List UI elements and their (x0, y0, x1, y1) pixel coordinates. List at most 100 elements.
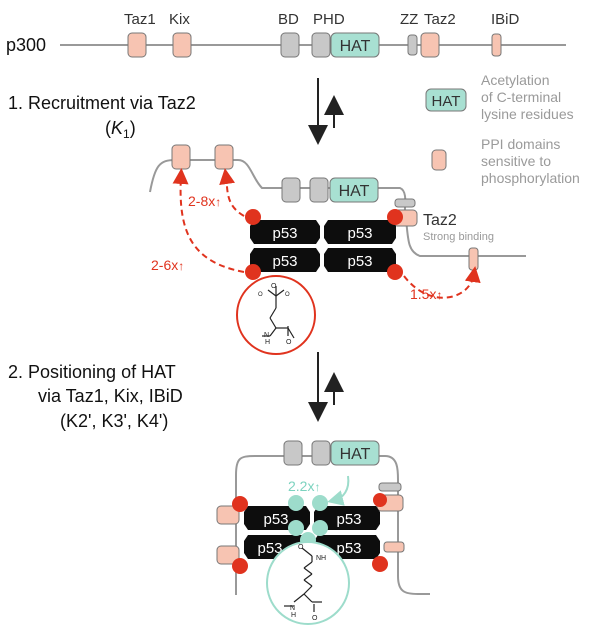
legend: HAT Acetylation of C-terminal lysine res… (425, 72, 580, 186)
taz1-domain (127, 32, 147, 58)
step1-phd (309, 177, 329, 203)
step2-phospho-1 (232, 496, 248, 512)
step1-fold-a: 2-8x↑ (188, 193, 221, 209)
step1-p53-b (324, 220, 396, 244)
p300-label: p300 (6, 35, 46, 55)
step2-kix (216, 545, 240, 565)
step2-arrow-hat (327, 475, 350, 506)
ibid-label: IBiD (491, 11, 520, 28)
svg-text:O: O (286, 339, 292, 346)
phd-label: PHD (313, 11, 345, 28)
step2-p53-a-label: p53 (263, 511, 288, 528)
phd-domain (311, 32, 331, 58)
step2-acetyl-4 (312, 520, 328, 536)
step1-kix (214, 144, 234, 170)
step1-phospho-1 (245, 209, 261, 225)
step2-taz1 (216, 505, 240, 525)
step1-p53-c (250, 248, 320, 272)
step2-phospho-2 (232, 558, 248, 574)
taz2-label: Taz2 (424, 11, 456, 28)
step2-acetyl-3 (288, 520, 304, 536)
svg-text:O: O (285, 292, 290, 298)
svg-text:N: N (264, 332, 269, 339)
step2-hat (330, 440, 380, 466)
svg-text:H: H (291, 612, 296, 619)
step1-arrow-taz1 (172, 168, 245, 273)
bd-domain (280, 32, 300, 58)
step2-phospho-4 (372, 556, 388, 572)
legend-ppi-line3: phosphorylation (481, 170, 580, 186)
step2-p53-d-label: p53 (336, 540, 361, 557)
hat-domain-text: HAT (340, 38, 371, 55)
step1-p53-d (324, 248, 396, 272)
p300-domain-map: p300 Taz1 Kix BD PHD ZZ Taz2 IBiD HAT (6, 11, 566, 58)
phosphoserine-inset (236, 275, 316, 355)
step2-phospho-3 (373, 493, 387, 507)
svg-text:NH: NH (316, 555, 326, 562)
step2-zz (378, 482, 402, 492)
step2-ibid (383, 541, 405, 553)
legend-hat-box (425, 88, 467, 112)
step2-p53-b (314, 506, 380, 530)
step1-p53-a-label: p53 (272, 225, 297, 242)
taz2-domain (420, 32, 440, 58)
phosphoserine-structure (262, 286, 295, 339)
svg-text:O: O (271, 283, 277, 290)
acetyllysine-structure (284, 547, 322, 612)
step2-acetyl-2 (312, 495, 328, 511)
ibid-domain (491, 33, 502, 57)
step2-p53-b-label: p53 (336, 511, 361, 528)
bd-label: BD (278, 11, 299, 28)
legend-ppi-box (431, 149, 447, 171)
step2-bd (283, 440, 303, 466)
legend-hat-line1: Acetylation (481, 72, 549, 88)
kix-label: Kix (169, 11, 190, 28)
step1-hat-text: HAT (339, 183, 370, 200)
step2: 2. Positioning of HAT via Taz1, Kix, IBi… (8, 352, 430, 625)
zz-domain (407, 34, 418, 56)
svg-text:O: O (258, 292, 263, 298)
step1-taz1 (171, 144, 191, 170)
kix-domain (172, 32, 192, 58)
step2-line3: (K2', K3', K4') (60, 411, 168, 431)
step1-p53-d-label: p53 (347, 253, 372, 270)
legend-hat-line2: of C-terminal (481, 89, 561, 105)
taz1-label: Taz1 (124, 11, 156, 28)
step1: 1. Recruitment via Taz2 (K1) HAT Taz2 St… (8, 78, 526, 355)
hat-domain (330, 32, 380, 58)
step1-fold-c: 1.5x↑ (410, 286, 442, 302)
svg-text:O: O (298, 544, 304, 551)
step1-fold-b: 2-6x↑ (151, 257, 184, 273)
step1-arrow-kix (219, 168, 245, 217)
legend-hat-box-text: HAT (432, 93, 461, 110)
step1-p53-b-label: p53 (347, 225, 372, 242)
step1-p53-tetramer: p53 p53 p53 p53 (250, 220, 396, 272)
legend-ppi-line1: PPI domains (481, 136, 560, 152)
step1-taz2-sub: Strong binding (423, 231, 494, 243)
zz-label: ZZ (400, 11, 418, 28)
svg-text:O: O (312, 615, 318, 622)
step2-acetyl-1 (288, 495, 304, 511)
step1-bd (281, 177, 301, 203)
legend-hat-line3: lysine residues (481, 106, 574, 122)
step1-phospho-3 (245, 264, 261, 280)
svg-text:H: H (265, 339, 270, 346)
step1-title: 1. Recruitment via Taz2 (8, 93, 196, 113)
step2-fold: 2.2x↑ (288, 478, 320, 494)
step1-zz (394, 198, 416, 208)
step2-line2: via Taz1, Kix, IBiD (38, 386, 183, 406)
step1-ibid (468, 247, 479, 271)
step1-phospho-2 (387, 209, 403, 225)
step2-hat-text: HAT (340, 446, 371, 463)
step1-p53-a (250, 220, 320, 244)
step1-arrow-ibid (403, 266, 481, 299)
step1-k: (K1) (105, 118, 136, 141)
step1-p53-c-label: p53 (272, 253, 297, 270)
step2-phd (311, 440, 331, 466)
step2-p53-c-label: p53 (257, 540, 282, 557)
step2-p300-chain (235, 455, 430, 595)
step1-taz2-label: Taz2 (423, 212, 457, 229)
step1-hat (329, 177, 379, 203)
legend-ppi-line2: sensitive to (481, 153, 551, 169)
